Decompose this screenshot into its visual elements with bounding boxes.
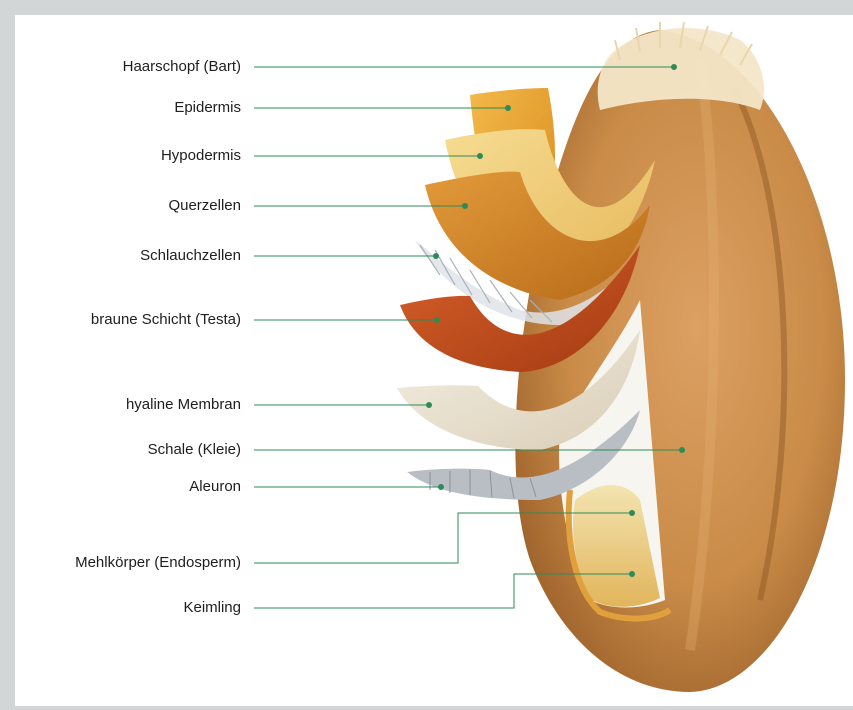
dot-epidermis <box>505 105 511 111</box>
dot-hyaline <box>426 402 432 408</box>
label-epidermis: Epidermis <box>174 99 241 117</box>
dot-keimling <box>629 571 635 577</box>
dot-testa <box>434 317 440 323</box>
label-hypodermis: Hypodermis <box>161 147 241 165</box>
label-aleuron: Aleuron <box>189 478 241 496</box>
dot-haarschopf <box>671 64 677 70</box>
label-querzellen: Querzellen <box>168 197 241 215</box>
dot-mehlkoerper <box>629 510 635 516</box>
label-hyaline: hyaline Membran <box>126 396 241 414</box>
label-schlauchzellen: Schlauchzellen <box>140 247 241 265</box>
label-schale: Schale (Kleie) <box>148 441 241 459</box>
label-mehlkoerper: Mehlkörper (Endosperm) <box>75 554 241 572</box>
dot-hypodermis <box>477 153 483 159</box>
dot-querzellen <box>462 203 468 209</box>
label-haarschopf: Haarschopf (Bart) <box>123 58 241 76</box>
label-keimling: Keimling <box>183 599 241 617</box>
dot-schlauchzellen <box>433 253 439 259</box>
dot-schale <box>679 447 685 453</box>
grain-body <box>515 30 845 692</box>
label-testa: braune Schicht (Testa) <box>91 311 241 329</box>
dot-aleuron <box>438 484 444 490</box>
